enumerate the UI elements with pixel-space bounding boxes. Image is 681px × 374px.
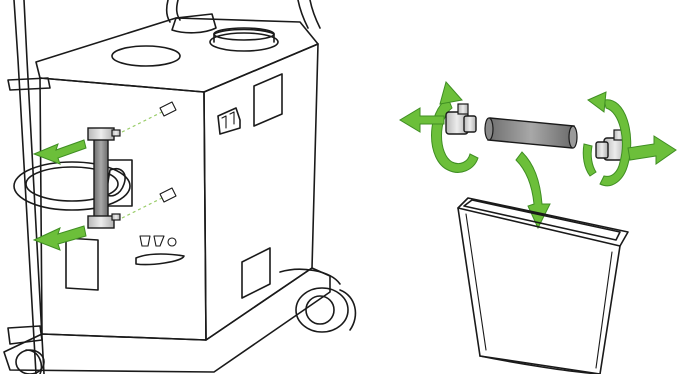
side-panel-lower [242,248,270,298]
top-reservoir [210,33,278,51]
filter-disassembly-illustration [400,82,676,374]
cart-base [4,268,355,374]
front-panel-lower [66,238,98,290]
drop-arrow-icon [516,152,550,228]
side-latch [218,108,240,134]
filter-holder-ring [14,160,132,210]
cart-front-face [40,78,206,340]
side-panel-upper [254,74,282,126]
device-cart-illustration [4,0,355,374]
cart-panel-symbols-icon [136,236,184,265]
cart-side-face [204,44,318,340]
pull-arrow-icon [628,136,676,164]
top-cup-holder [112,46,180,66]
pull-arrow-icon [34,140,86,164]
filter-canister-illustration [485,118,577,148]
waste-bin-illustration [458,198,628,374]
cart-handle [167,0,320,28]
